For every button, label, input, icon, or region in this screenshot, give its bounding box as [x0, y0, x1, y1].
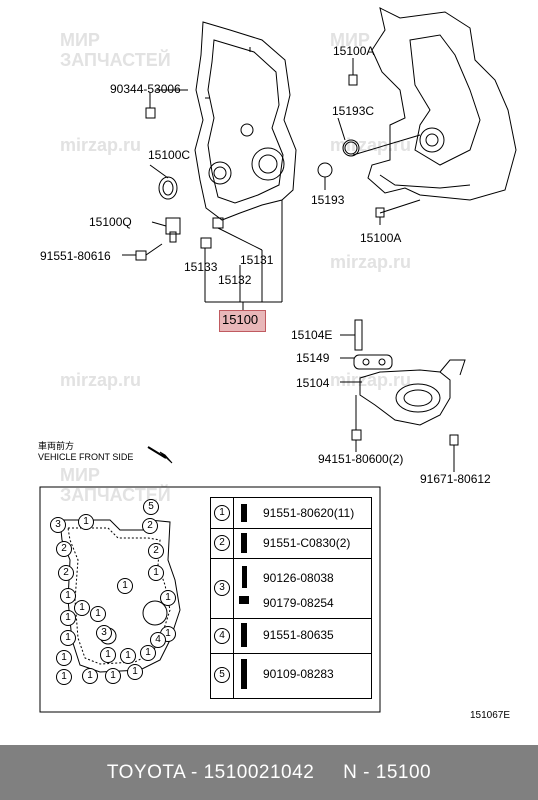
label-90344-53006: 90344-53006	[110, 82, 181, 96]
gasket-marker: 1	[78, 514, 94, 530]
watermark-zapchastei: ЗАПЧАСТЕЙ	[60, 50, 171, 70]
label-15132: 15132	[218, 273, 252, 287]
gasket-marker: 1	[56, 669, 72, 685]
legend-part-number[interactable]: 91551-C0830(2)	[263, 536, 351, 550]
legend-row-divider	[211, 653, 371, 654]
gasket-marker: 1	[90, 606, 106, 622]
label-15193: 15193	[311, 193, 345, 207]
stud-bolt-icon	[242, 566, 247, 588]
gasket-marker: 1	[120, 648, 136, 664]
bolt-legend-table: 1 91551-80620(11) 2 91551-C0830(2) 3 901…	[210, 497, 372, 699]
gasket-marker: 3	[50, 517, 66, 533]
legend-number: 4	[214, 628, 230, 644]
legend-part-number[interactable]: 90126-08038	[263, 571, 334, 585]
label-15100[interactable]: 15100	[222, 312, 259, 327]
label-15133: 15133	[184, 260, 218, 274]
legend-row: 3 90126-08038 90179-08254	[211, 558, 371, 618]
gasket-marker: 1	[105, 668, 121, 684]
legend-row: 1 91551-80620(11)	[211, 498, 371, 528]
watermark-site: mirzap.ru	[60, 135, 142, 155]
vehicle-front-japanese: 車両前方	[38, 441, 75, 451]
label-15193C: 15193C	[332, 104, 375, 118]
bolt-icon	[241, 623, 247, 647]
legend-number: 1	[214, 505, 230, 521]
figure-code: 151067E	[470, 710, 511, 721]
label-15104E: 15104E	[291, 328, 333, 342]
gasket-marker: 1	[100, 647, 116, 663]
legend-part-number[interactable]: 91551-80635	[263, 628, 334, 642]
gasket-marker: 1	[60, 610, 76, 626]
legend-number: 3	[214, 580, 230, 596]
gasket-marker: 1	[60, 630, 76, 646]
legend-row: 4 91551-80635	[211, 618, 371, 653]
gasket-marker: 1	[160, 590, 176, 606]
label-15100Q: 15100Q	[89, 215, 132, 229]
label-91671-80612: 91671-80612	[420, 472, 491, 486]
gasket-marker: 1	[56, 650, 72, 666]
legend-row: 2 91551-C0830(2)	[211, 528, 371, 558]
legend-number: 5	[214, 667, 230, 683]
bolt-icon	[241, 504, 247, 522]
gasket-marker: 1	[60, 588, 76, 604]
legend-column-divider	[233, 498, 234, 698]
gasket-marker: 3	[96, 625, 112, 641]
gasket-marker: 1	[148, 565, 164, 581]
label-15100A-top: 15100A	[333, 44, 375, 58]
watermark-site: mirzap.ru	[330, 370, 412, 390]
watermark-mir: МИР	[60, 30, 100, 50]
gasket-marker: 1	[127, 664, 143, 680]
label-15104: 15104	[296, 376, 330, 390]
gasket-marker: 1	[82, 668, 98, 684]
watermark-mir: МИР	[330, 30, 370, 50]
vehicle-front-label: VEHICLE FRONT SIDE	[38, 452, 134, 462]
watermark-site: mirzap.ru	[330, 252, 412, 272]
gasket-marker: 5	[143, 499, 159, 515]
legend-number: 2	[214, 535, 230, 551]
legend-row: 5 90109-08283	[211, 653, 371, 698]
label-94151-80600: 94151-80600(2)	[318, 452, 404, 466]
parts-diagram: МИР ЗАПЧАСТЕЙ МИР mirzap.ru mirzap.ru mi…	[38, 7, 517, 721]
bolt-icon	[241, 533, 247, 553]
gasket-marker: 2	[148, 543, 164, 559]
label-15131: 15131	[240, 253, 274, 267]
label-15100C: 15100C	[148, 148, 191, 162]
gasket-marker: 4	[150, 632, 166, 648]
gasket-marker: 2	[142, 518, 158, 534]
gasket-marker: 1	[140, 645, 156, 661]
gasket-marker: 2	[58, 565, 74, 581]
watermark-mir: МИР	[60, 465, 100, 485]
gasket-marker: 1	[117, 578, 133, 594]
legend-row-divider	[211, 558, 371, 559]
legend-row-divider	[211, 618, 371, 619]
legend-row-divider	[211, 528, 371, 529]
watermark-site: mirzap.ru	[60, 370, 142, 390]
bolt-icon	[241, 659, 247, 689]
watermark-zapchastei: ЗАПЧАСТЕЙ	[60, 485, 171, 505]
legend-part-number[interactable]: 91551-80620(11)	[263, 506, 355, 520]
gasket-marker: 2	[56, 541, 72, 557]
legend-part-number[interactable]: 90109-08283	[263, 667, 334, 681]
legend-part-number[interactable]: 90179-08254	[263, 596, 334, 610]
label-15100A-bottom: 15100A	[360, 231, 402, 245]
part-number-footer: TOYOTA - 1510021042 N - 15100	[0, 745, 538, 800]
label-91551-80616: 91551-80616	[40, 249, 111, 263]
label-15149: 15149	[296, 351, 330, 365]
nut-icon	[239, 596, 249, 604]
highlight-15100	[219, 310, 266, 332]
gasket-marker: 1	[74, 600, 90, 616]
